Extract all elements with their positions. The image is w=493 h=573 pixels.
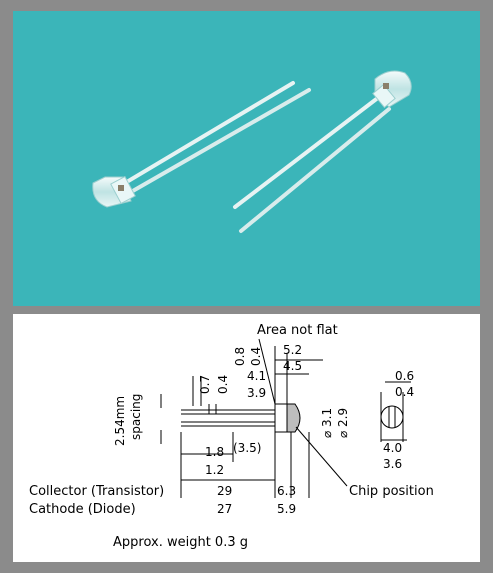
dim-4-5: 4.5 xyxy=(283,359,302,373)
dim-3-9: 3.9 xyxy=(247,386,266,400)
dim-4-0: 4.0 xyxy=(383,441,402,455)
dim-27: 27 xyxy=(217,502,232,516)
dimension-drawing-svg: Area not flat Chip position Collector (T… xyxy=(29,323,434,550)
dim-0-4-c: 0.4 xyxy=(395,385,414,399)
dimension-drawing: Area not flat Chip position Collector (T… xyxy=(13,314,480,562)
dim-0-4-a: 0.4 xyxy=(216,375,230,394)
label-collector: Collector (Transistor) xyxy=(29,484,164,499)
dim-29: 29 xyxy=(217,484,232,498)
dim-dia-2-9: ⌀ 2.9 xyxy=(336,408,350,438)
label-weight: Approx. weight 0.3 g xyxy=(113,535,248,550)
product-photo xyxy=(13,11,480,306)
dim-0-4-b: 0.4 xyxy=(249,347,263,366)
label-spacing: spacing xyxy=(129,394,143,440)
label-spacing-mm: 2.54mm xyxy=(113,396,127,446)
component-body-side xyxy=(274,403,301,433)
dim-dia-3-1: ⌀ 3.1 xyxy=(320,408,334,438)
dim-4-1: 4.1 xyxy=(247,369,266,383)
component-left xyxy=(92,81,311,208)
dim-1-2: 1.2 xyxy=(205,463,224,477)
component-right xyxy=(233,70,412,233)
component-photo-illustration xyxy=(92,70,412,233)
component-front-view xyxy=(380,392,404,442)
dim-6-3: 6.3 xyxy=(277,484,296,498)
dim-5-2: 5.2 xyxy=(283,343,302,357)
dim-1-8: 1.8 xyxy=(205,445,224,459)
dim-0-7: 0.7 xyxy=(198,375,212,394)
dim-0-6: 0.6 xyxy=(395,369,414,383)
label-chip-position: Chip position xyxy=(349,484,434,499)
dimension-lines xyxy=(160,338,411,498)
dim-3-6: 3.6 xyxy=(383,457,402,471)
dimension-values: 0.7 0.4 0.8 0.4 5.2 4.5 4.1 3.9 1.8 1.2 … xyxy=(198,343,414,516)
dim-5-9: 5.9 xyxy=(277,502,296,516)
dim-0-8: 0.8 xyxy=(233,347,247,366)
dim-3-5: (3.5) xyxy=(233,441,261,455)
label-area-not-flat: Area not flat xyxy=(257,323,338,338)
leads-side-view xyxy=(181,404,275,427)
label-cathode: Cathode (Diode) xyxy=(29,502,136,517)
